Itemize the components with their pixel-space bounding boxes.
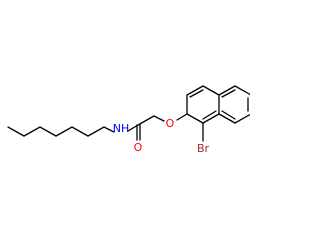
chain-bond-1: [7, 126, 25, 137]
n-to-carbonyl-bond: [127, 124, 139, 132]
ring-bond-c7-c8a: [218, 113, 236, 124]
ring-inner-bond-1: [189, 89, 204, 98]
ring-inner-bond-3: [221, 89, 236, 98]
chain-bond-3: [39, 126, 57, 137]
heptyl-chain: [7, 126, 115, 137]
ring-bond-c6-c7: [234, 113, 250, 124]
ring-bond-c8-c2: [186, 113, 204, 124]
ring-inner-bond-2: [202, 110, 217, 120]
carbonyl-to-ch2-bond: [137, 115, 155, 126]
chain-bond-2: [23, 126, 41, 137]
ring-inner-bond-5: [221, 110, 236, 120]
naphthalene: [186, 85, 250, 142]
chain-bond-6: [87, 126, 105, 137]
amide-linker: [127, 113, 188, 141]
chain-to-n-bond: [103, 126, 115, 133]
ether-o-to-ring-bond: [176, 113, 188, 121]
chain-bond-5: [71, 126, 89, 137]
molecule-canvas: NH O O Br: [7, 85, 250, 155]
ring-bond-c10-c4a: [218, 85, 236, 96]
ether-o-label: O: [166, 117, 175, 130]
amide-nh-label: NH: [113, 122, 130, 135]
chain-bond-4: [55, 126, 73, 137]
ring-bond-c9-c10: [202, 85, 220, 96]
bromine-label: Br: [197, 142, 210, 155]
carbonyl-o-label: O: [134, 141, 143, 154]
ch2-to-ether-o-bond: [153, 115, 165, 122]
ring-bond-c4a-c5: [234, 85, 250, 96]
ring-bond-c1-c9: [186, 85, 204, 96]
ring-bond-c8a-c8: [202, 113, 220, 124]
molecule-structure: NH O O Br: [7, 85, 250, 155]
